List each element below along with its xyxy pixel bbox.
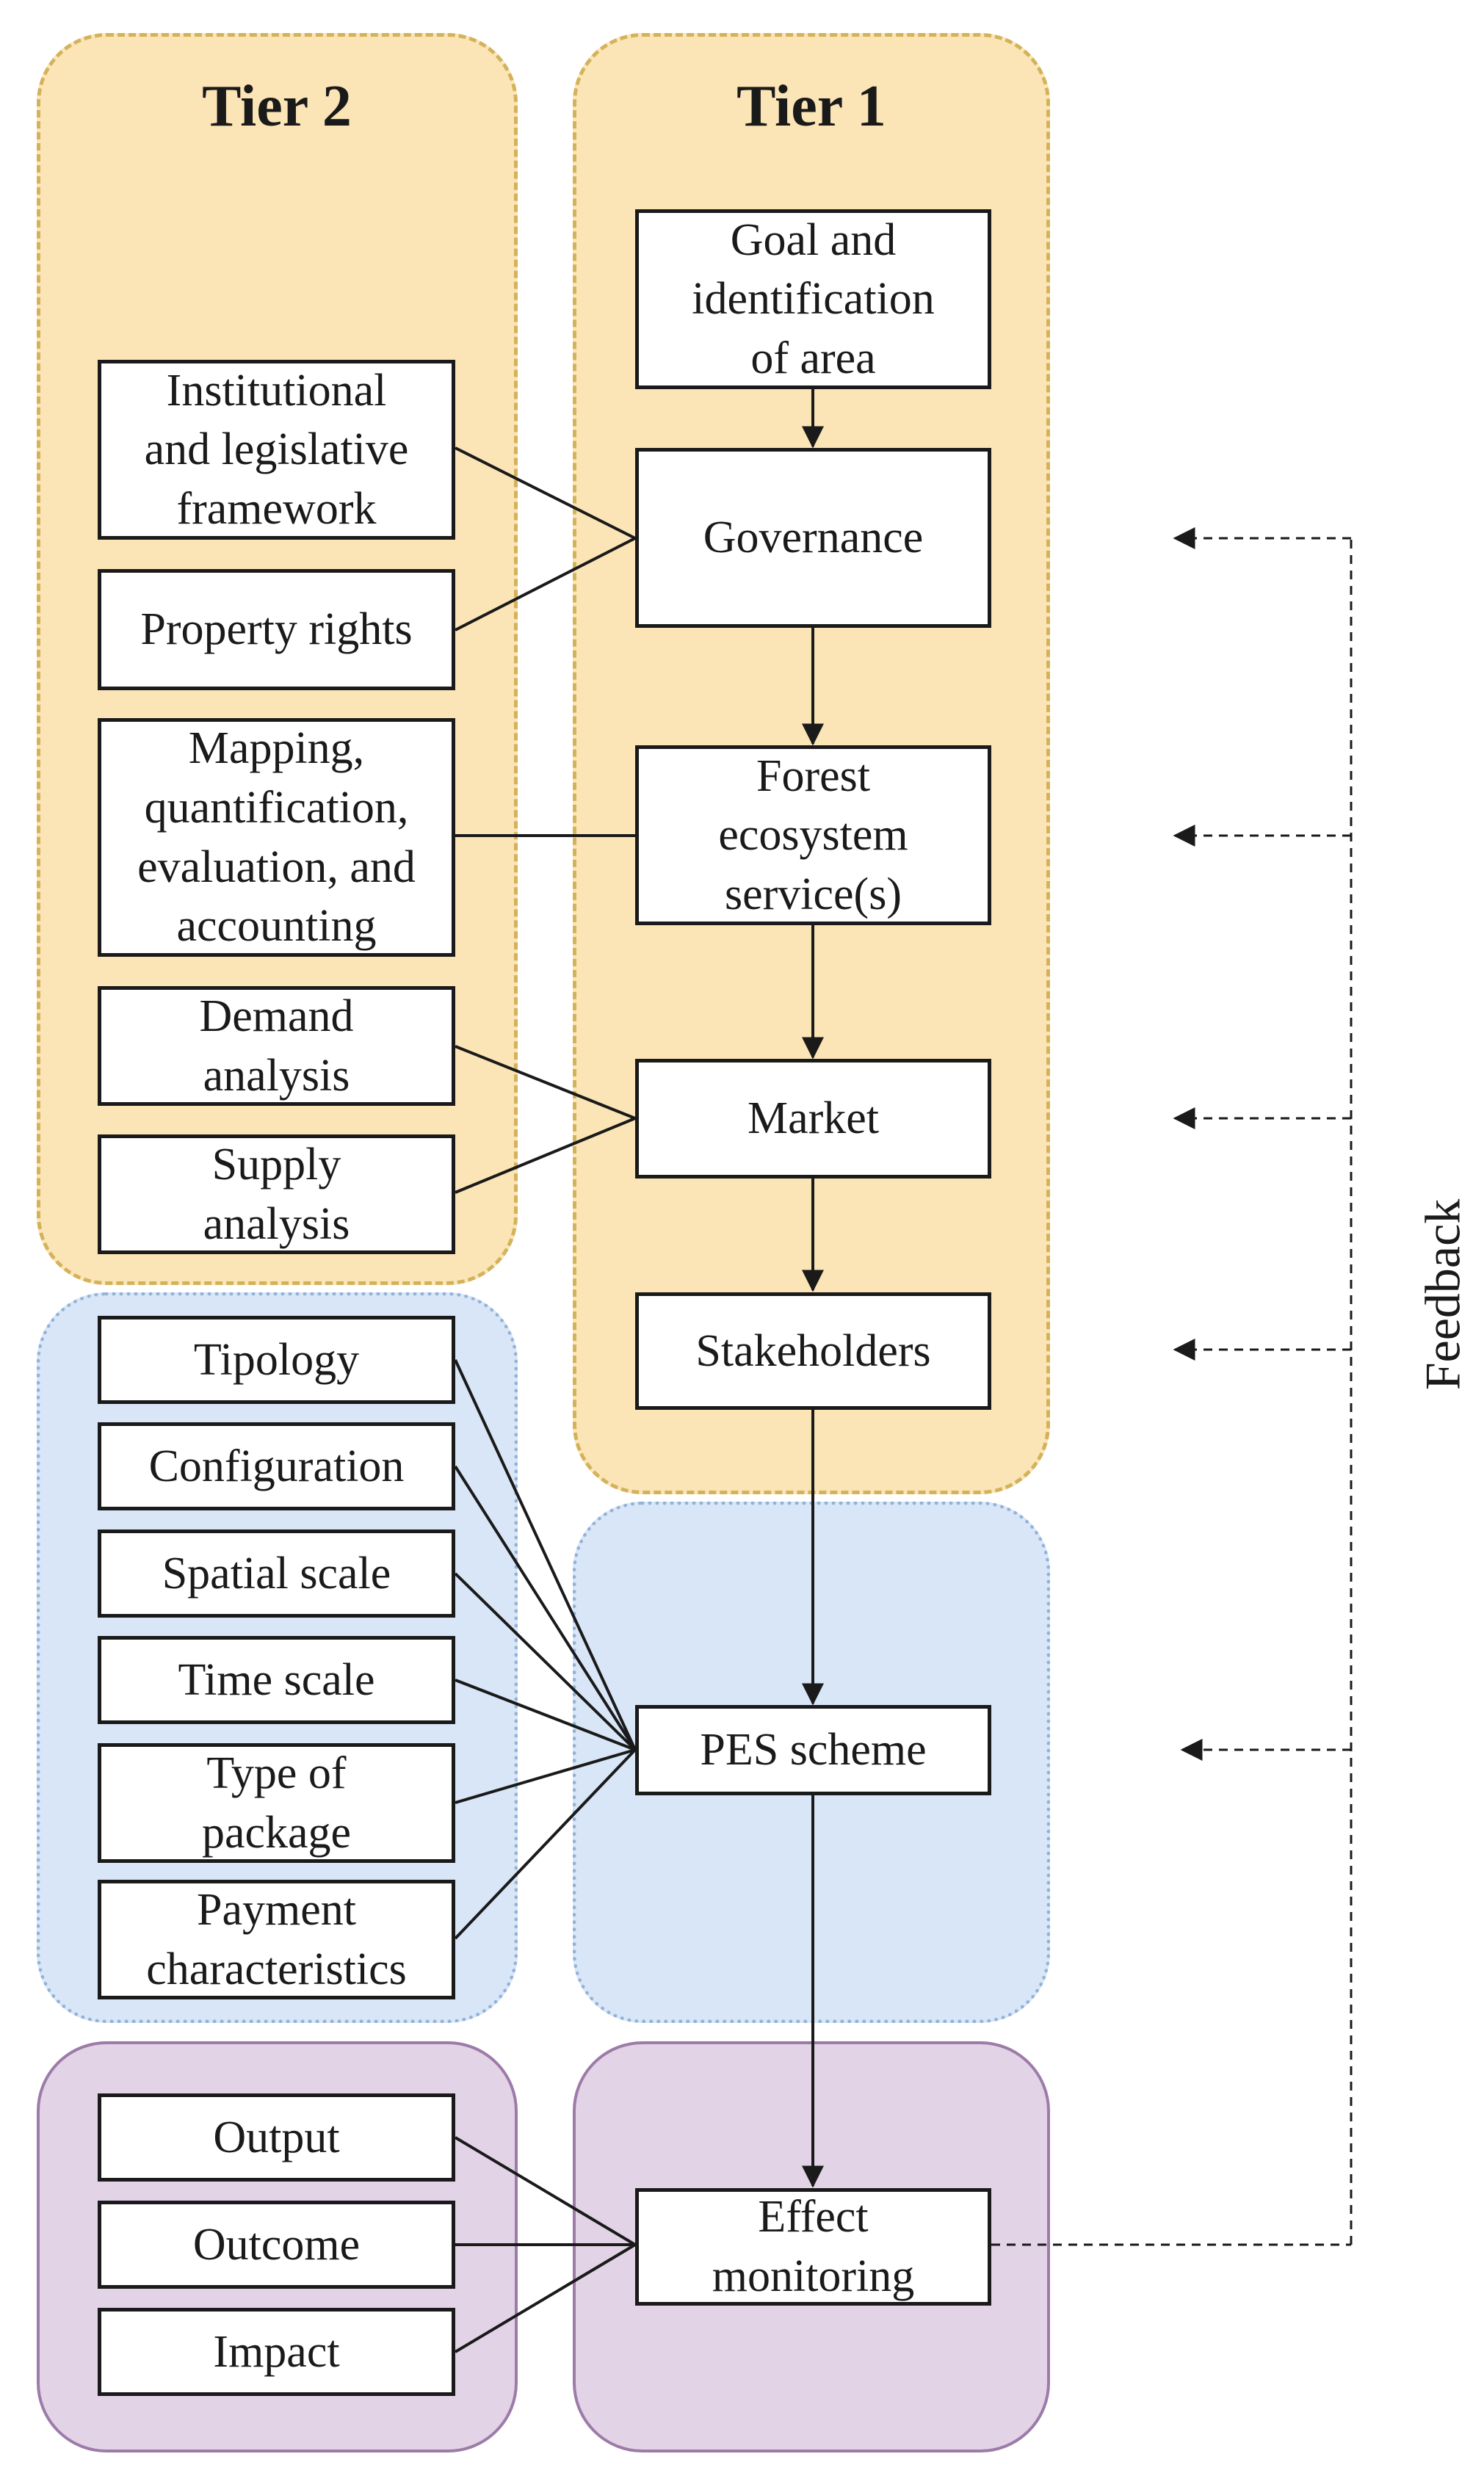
pes-scheme-box: PES scheme (635, 1705, 991, 1795)
effect-monitoring-box: Effect monitoring (635, 2188, 991, 2306)
output-box: Output (98, 2093, 455, 2182)
outcome-box: Outcome (98, 2201, 455, 2289)
line-impact-effect (454, 2243, 637, 2353)
line-property-governance (455, 537, 636, 631)
line-spatial-pes (454, 1572, 637, 1751)
tier1-title: Tier 1 (736, 74, 886, 139)
line-tipology-pes (454, 1359, 637, 1751)
forest-ecosystem-box: Forest ecosystem service(s) (635, 745, 991, 925)
line-output-effect (454, 2136, 637, 2246)
supply-analysis-box: Supply analysis (98, 1134, 455, 1254)
impact-box: Impact (98, 2308, 455, 2396)
type-of-package-box: Type of package (98, 1743, 455, 1863)
line-institutional-governance (455, 446, 636, 540)
governance-box: Governance (635, 448, 991, 628)
property-rights-box: Property rights (98, 569, 455, 690)
time-scale-box: Time scale (98, 1636, 455, 1724)
line-time-pes (455, 1679, 636, 1751)
tier2-title: Tier 2 (202, 74, 352, 139)
goal-box: Goal and identification of area (635, 209, 991, 389)
tipology-box: Tipology (98, 1316, 455, 1404)
line-configuration-pes (454, 1465, 637, 1751)
line-demand-market (455, 1045, 636, 1120)
demand-analysis-box: Demand analysis (98, 986, 455, 1106)
institutional-framework-box: Institutional and legislative framework (98, 360, 455, 540)
market-box: Market (635, 1059, 991, 1179)
feedback-label: Feedback (1414, 1198, 1471, 1391)
payment-characteristics-box: Payment characteristics (98, 1880, 455, 1999)
line-payment-pes (454, 1748, 637, 1940)
stakeholders-box: Stakeholders (635, 1292, 991, 1410)
mapping-box: Mapping, quantification, evaluation, and… (98, 718, 455, 957)
line-package-pes (455, 1748, 636, 1804)
configuration-box: Configuration (98, 1422, 455, 1510)
line-supply-market (455, 1117, 636, 1194)
spatial-scale-box: Spatial scale (98, 1530, 455, 1618)
